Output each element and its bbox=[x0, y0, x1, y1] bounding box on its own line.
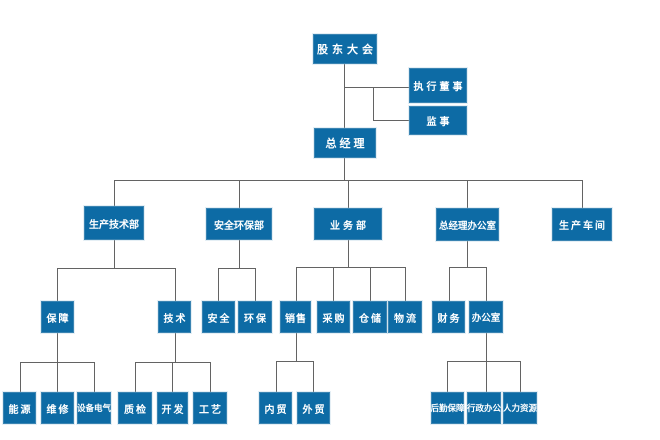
org-node-production-workshop: 生产车间 bbox=[552, 208, 612, 241]
org-node-safety: 安全 bbox=[202, 301, 235, 333]
org-node-logistics: 物流 bbox=[388, 301, 422, 333]
org-node-quality-inspection: 质检 bbox=[118, 392, 152, 424]
org-node-office: 办公室 bbox=[469, 301, 503, 333]
org-node-business-dept: 业务部 bbox=[314, 208, 382, 240]
org-node-support: 保障 bbox=[41, 301, 74, 333]
org-node-general-manager: 总经理 bbox=[314, 128, 376, 158]
org-node-sales: 销售 bbox=[280, 301, 311, 333]
org-node-supervisor: 监事 bbox=[409, 106, 467, 135]
org-node-logistics-support: 后勤保障 bbox=[431, 392, 465, 424]
org-node-human-resources: 人力资源 bbox=[503, 392, 537, 424]
org-node-energy: 能源 bbox=[3, 392, 36, 424]
org-node-finance: 财务 bbox=[432, 301, 465, 333]
org-node-maintenance: 维修 bbox=[41, 392, 74, 424]
org-node-env-protection: 环保 bbox=[238, 301, 272, 333]
org-node-executive-director: 执行董事 bbox=[409, 68, 467, 103]
org-node-development: 开发 bbox=[157, 392, 188, 424]
org-node-gm-office: 总经理办公室 bbox=[436, 208, 499, 241]
org-node-safety-env-dept: 安全环保部 bbox=[206, 208, 272, 240]
org-node-shareholders-meeting: 股东大会 bbox=[313, 34, 377, 64]
org-node-equipment-electrical: 设备电气 bbox=[77, 392, 111, 424]
org-node-warehousing: 仓储 bbox=[353, 301, 387, 333]
org-node-process-engineering: 工艺 bbox=[193, 392, 227, 424]
org-node-procurement: 采购 bbox=[317, 301, 350, 333]
org-node-domestic-trade: 内贸 bbox=[259, 392, 292, 424]
org-node-technology: 技术 bbox=[158, 301, 191, 333]
org-node-foreign-trade: 外贸 bbox=[297, 392, 330, 424]
org-node-production-tech-dept: 生产技术部 bbox=[84, 206, 144, 240]
org-node-admin-office: 行政办公 bbox=[467, 392, 501, 424]
